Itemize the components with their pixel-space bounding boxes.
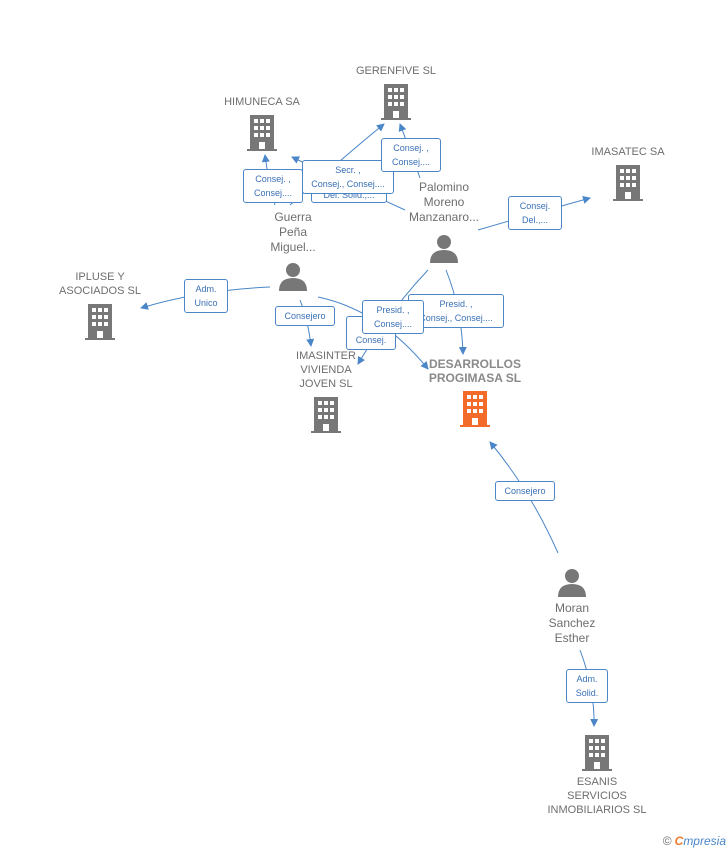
relation-label[interactable]: Adm. Solid. (566, 669, 608, 703)
relation-label[interactable]: Presid. , Consej., Consej.... (408, 294, 504, 328)
copyright-icon: © (662, 834, 672, 848)
person-guerra[interactable]: Guerra Peña Miguel... (248, 210, 338, 291)
company-ipluse[interactable]: IPLUSE Y ASOCIADOS SL (44, 270, 156, 340)
relation-label[interactable]: Consej. , Consej.... (381, 138, 441, 172)
company-label: DESARROLLOS PROGIMASA SL (428, 357, 522, 385)
building-icon (381, 84, 411, 120)
relation-label[interactable]: Presid. , Consej.... (362, 300, 424, 334)
person-moran[interactable]: Moran Sanchez Esther (527, 567, 617, 646)
company-imasinter[interactable]: IMASINTER VIVIENDA JOVEN SL (270, 349, 382, 433)
company-label: IMASATEC SA (591, 146, 665, 158)
relation-label[interactable]: Secr. , Consej., Consej.... (302, 160, 394, 194)
person-label: Guerra Peña Miguel... (270, 210, 316, 254)
building-icon (582, 735, 612, 771)
company-label: IMASINTER VIVIENDA JOVEN SL (296, 350, 356, 390)
person-label: Palomino Moreno Manzanaro... (408, 180, 480, 224)
company-label: HIMUNECA SA (224, 96, 300, 108)
building-icon (247, 115, 277, 151)
company-imasatec[interactable]: IMASATEC SA (572, 145, 684, 201)
person-label: Moran Sanchez Esther (548, 601, 596, 645)
relation-label[interactable]: Consej. Del.,... (508, 196, 562, 230)
company-esanis[interactable]: ESANIS SERVICIOS INMOBILIARIOS SL (532, 735, 662, 817)
brand-logo-initial: C (674, 834, 684, 848)
person-icon (558, 569, 586, 597)
relation-label[interactable]: Consejero (495, 481, 555, 501)
building-icon (460, 391, 490, 427)
company-desarrollos-progimasa[interactable]: DESARROLLOS PROGIMASA SL (410, 357, 540, 427)
relation-label[interactable]: Consej. , Consej.... (243, 169, 303, 203)
building-icon (613, 165, 643, 201)
company-gerenfive[interactable]: GERENFIVE SL (340, 64, 452, 120)
brand-logo-text: mpresia (683, 834, 726, 848)
relation-label[interactable]: Adm. Unico (184, 279, 228, 313)
building-icon (311, 397, 341, 433)
company-label: ESANIS SERVICIOS INMOBILIARIOS SL (547, 776, 647, 816)
relation-label[interactable]: Consejero (275, 306, 335, 326)
company-label: IPLUSE Y ASOCIADOS SL (59, 271, 141, 297)
company-label: GERENFIVE SL (355, 65, 437, 77)
person-palomino[interactable]: Palomino Moreno Manzanaro... (394, 180, 494, 263)
company-himuneca[interactable]: HIMUNECA SA (206, 95, 318, 151)
person-icon (430, 235, 458, 263)
person-icon (279, 263, 307, 291)
building-icon (85, 304, 115, 340)
brand-footer[interactable]: ©Cmpresia (663, 834, 726, 848)
